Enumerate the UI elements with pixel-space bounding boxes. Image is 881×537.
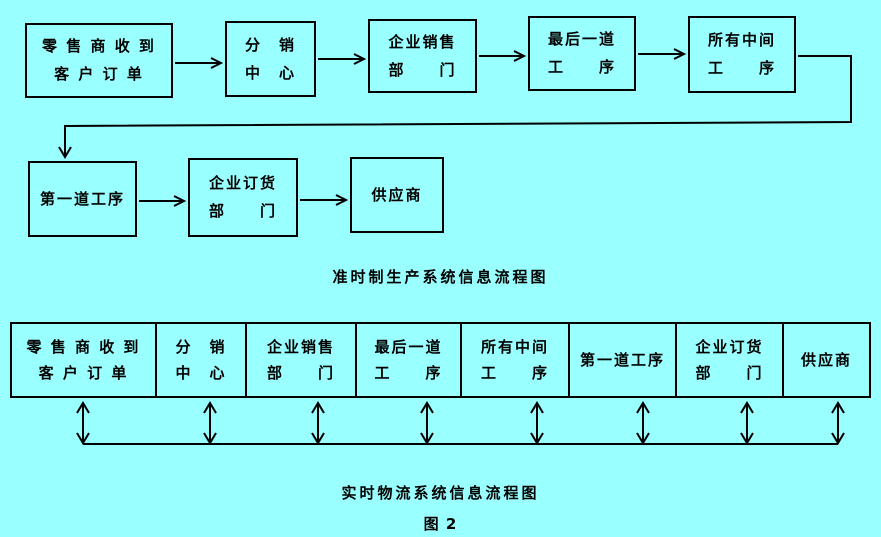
figure-label: 图 2 xyxy=(423,515,458,533)
cell-all-intermediate-processes: 所有中间 工 序 xyxy=(462,324,570,396)
box-line: 企业订货 xyxy=(208,174,277,192)
box-line: 第一道工序 xyxy=(39,189,125,208)
box-enterprise-sales-dept: 企业销售 部 门 xyxy=(368,19,477,93)
cell-retailer-receives-customer-order: 零 售 商 收 到 客 户 订 单 xyxy=(12,324,157,396)
box-line: 分 销 xyxy=(244,35,296,54)
box-line: 部 门 xyxy=(208,202,277,220)
cell-line: 供应商 xyxy=(800,350,852,369)
cell-last-process: 最后一道 工 序 xyxy=(357,324,462,396)
cell-line: 部 门 xyxy=(266,363,335,382)
realtime-flow-caption: 实时物流系统信息流程图 xyxy=(341,484,540,502)
box-all-intermediate-processes: 所有中间 工 序 xyxy=(688,16,796,93)
box-first-process: 第一道工序 xyxy=(28,161,137,237)
cell-enterprise-ordering-dept: 企业订货 部 门 xyxy=(677,324,784,396)
box-retailer-receives-customer-order: 零 售 商 收 到 客 户 订 单 xyxy=(25,23,173,98)
cell-line: 所有中间 xyxy=(480,337,549,356)
cell-supplier: 供应商 xyxy=(784,324,869,396)
bidirectional-arrows xyxy=(76,401,845,445)
cell-line: 工 序 xyxy=(374,363,443,382)
box-line: 客 户 订 单 xyxy=(54,65,144,83)
box-enterprise-ordering-dept: 企业订货 部 门 xyxy=(188,158,298,237)
box-distribution-center: 分 销 中 心 xyxy=(225,21,316,97)
box-line: 企业销售 xyxy=(388,32,457,51)
box-line: 所有中间 xyxy=(707,31,776,49)
box-line: 零 售 商 收 到 xyxy=(42,37,156,55)
box-line: 中 心 xyxy=(244,63,296,82)
box-supplier: 供应商 xyxy=(350,157,444,233)
cell-line: 企业订货 xyxy=(695,337,764,356)
box-line: 工 序 xyxy=(707,59,776,77)
cell-line: 分 销 xyxy=(175,337,227,356)
cell-line: 最后一道 xyxy=(374,337,443,356)
realtime-flow-table: 零 售 商 收 到 客 户 订 单 分 销 中 心 企业销售 部 门 最后一道 … xyxy=(10,322,871,398)
box-line: 部 门 xyxy=(388,60,457,79)
box-last-process: 最后一道 工 序 xyxy=(528,16,636,91)
cell-enterprise-sales-dept: 企业销售 部 门 xyxy=(247,324,357,396)
cell-line: 工 序 xyxy=(480,363,549,382)
cell-distribution-center: 分 销 中 心 xyxy=(157,324,247,396)
cell-line: 企业销售 xyxy=(266,337,335,356)
cell-first-process: 第一道工序 xyxy=(570,324,677,396)
cell-line: 零 售 商 收 到 xyxy=(26,337,141,356)
box-line: 供应商 xyxy=(371,185,423,204)
box-line: 最后一道 xyxy=(547,30,616,48)
box-line: 工 序 xyxy=(547,58,616,76)
cell-line: 客 户 订 单 xyxy=(38,363,129,382)
cell-line: 中 心 xyxy=(175,363,227,382)
jit-flow-caption: 准时制生产系统信息流程图 xyxy=(332,268,549,286)
cell-line: 部 门 xyxy=(695,363,764,382)
cell-line: 第一道工序 xyxy=(579,350,665,369)
